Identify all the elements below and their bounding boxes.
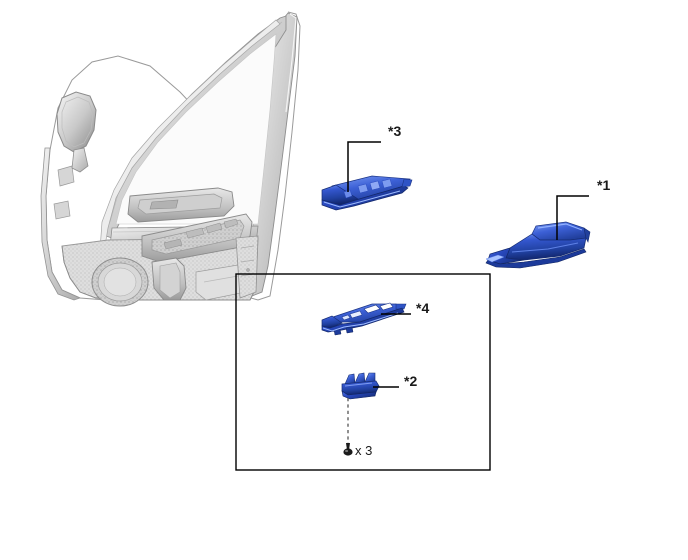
leader-line-3 xyxy=(347,141,381,192)
part-3-trim-ornament xyxy=(321,175,413,211)
callout-label-2: *2 xyxy=(404,373,418,389)
door-speaker-grille xyxy=(91,257,149,307)
callout-label-1: *1 xyxy=(597,177,611,193)
part-2-harness-clip xyxy=(341,372,380,400)
detail-inset-frame xyxy=(235,273,491,471)
callout-label-3: *3 xyxy=(388,123,402,139)
callout-label-4: *4 xyxy=(416,300,430,316)
trim-ornament-region xyxy=(141,213,253,263)
inside-door-handle xyxy=(127,187,235,223)
side-mirror xyxy=(56,91,97,173)
part-1-armrest-base xyxy=(485,221,591,269)
leader-line-1 xyxy=(556,195,589,240)
door-armrest xyxy=(151,257,187,301)
screw-quantity-label: x 3 xyxy=(355,443,373,458)
screw-icon xyxy=(343,443,353,456)
door-panel-assembly xyxy=(40,11,301,307)
part-4-switch-bezel xyxy=(321,302,407,336)
